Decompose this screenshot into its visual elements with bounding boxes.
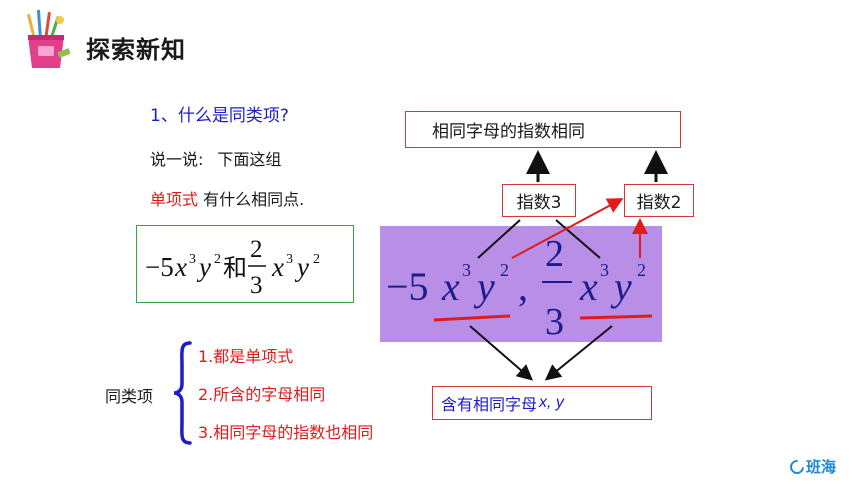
- formula-y-exp: 2: [214, 252, 221, 267]
- page-title: 探索新知: [86, 36, 186, 64]
- panel-y-exp: 2: [500, 260, 509, 280]
- same-letters-vars: x, y: [539, 394, 564, 411]
- line-x-exp: [477, 219, 521, 259]
- brand-logo: 班海: [787, 456, 837, 477]
- formula-box: −5 x 3 y 2 和 2 3 x 3 y 2: [136, 225, 354, 303]
- summary-item-1-key: 单项式: [245, 347, 294, 366]
- summary-item-1: 1.都是单项式: [198, 343, 293, 367]
- panel-x2-exp: 3: [600, 260, 609, 280]
- exponent-2-box: 指数2: [624, 184, 694, 217]
- formula-y2: y: [294, 252, 309, 282]
- summary-item-2: 2.所含的字母相同: [198, 381, 325, 405]
- formula-y: y: [196, 252, 211, 282]
- formula-x-exp: 3: [189, 252, 196, 267]
- summary-item-2-key: 字母相同: [261, 385, 326, 404]
- panel-num: 2: [545, 233, 564, 275]
- formula-num: 2: [250, 236, 263, 263]
- brand-ring-icon: [787, 456, 807, 477]
- prompt-line-2: 单项式 有什么相同点.: [150, 186, 304, 210]
- panel-y2-exp: 2: [637, 260, 646, 280]
- formula-x2-exp: 3: [286, 252, 293, 267]
- arrow-down-left: [469, 325, 534, 381]
- highlight-panel: [380, 226, 662, 342]
- exponent-3-box: 指数3: [502, 184, 576, 217]
- summary-item-3: 3.相同字母的指数也相同: [198, 423, 374, 442]
- question-heading: 1、什么是同类项?: [150, 106, 289, 126]
- panel-y2: y: [610, 264, 632, 309]
- arrow-y-exp: [511, 198, 624, 259]
- prompt-line-1: 说一说: 下面这组: [150, 146, 281, 170]
- underline-left: [433, 314, 511, 322]
- formula-y2-exp: 2: [313, 252, 320, 267]
- summary-item-1-prefix: 1.都是: [198, 347, 246, 366]
- pencil-cup-icon: [18, 8, 76, 72]
- panel-y: y: [473, 264, 495, 309]
- prompt-keyword: 单项式: [150, 190, 199, 209]
- panel-x2: x: [579, 264, 598, 309]
- underline-right: [579, 314, 653, 320]
- panel-formula: −5 x 3 y 2 , 2 3 x 3 y 2: [386, 233, 646, 343]
- same-letters-text: 含有相同字母: [441, 395, 538, 414]
- brand-name: 班海: [806, 458, 837, 476]
- formula-conj: 和: [223, 254, 247, 282]
- panel-x: x: [441, 264, 460, 309]
- formula-den: 3: [250, 272, 263, 299]
- prompt-rest: 有什么相同点.: [198, 190, 305, 209]
- arrow-down-right: [544, 325, 613, 381]
- line-x2-exp: [555, 219, 601, 259]
- summary-item-2-prefix: 2.所含的: [198, 385, 262, 404]
- formula-x2: x: [271, 252, 284, 282]
- panel-x-exp: 3: [462, 260, 471, 280]
- same-exponent-box: 相同字母的指数相同: [405, 111, 681, 148]
- panel-sep: ,: [518, 264, 528, 309]
- curly-brace-icon: [173, 341, 192, 445]
- prompt-say-label: 说一说:: [150, 150, 204, 169]
- formula-coef: −5: [145, 252, 174, 282]
- panel-den: 3: [545, 301, 564, 343]
- prompt-say-text: 下面这组: [217, 150, 282, 169]
- summary-label: 同类项: [105, 387, 154, 406]
- panel-coef: −5: [386, 264, 429, 309]
- formula-x: x: [174, 252, 187, 282]
